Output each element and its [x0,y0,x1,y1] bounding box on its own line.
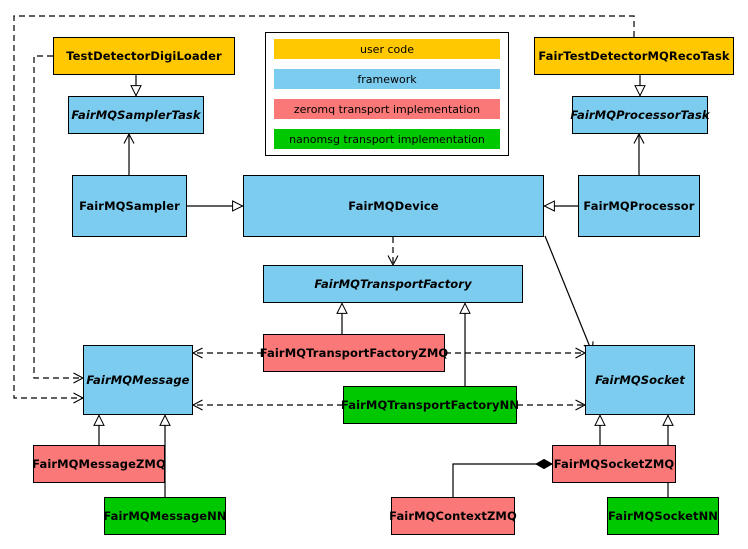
class-box-fairmqcontextzmq[interactable]: FairMQContextZMQ [389,497,517,535]
class-box-fairmqprocessor[interactable]: FairMQProcessor [578,175,700,237]
class-label: FairMQSocketZMQ [553,456,675,471]
class-label: FairMQSampler [79,198,180,213]
class-box-fairmqsocket[interactable]: FairMQSocket [585,345,695,415]
class-label: FairMQDevice [348,198,439,213]
legend: user code framework zeromq transport imp… [265,32,509,156]
class-box-fairmqtransportfactory[interactable]: FairMQTransportFactory [263,265,523,303]
class-box-fairmqmessagenn[interactable]: FairMQMessageNN [103,497,227,535]
class-label: FairMQMessageZMQ [32,456,166,471]
class-box-fairmqsamplertask[interactable]: FairMQSamplerTask [68,96,204,134]
class-label: FairMQContextZMQ [389,508,517,523]
legend-label: framework [357,72,417,86]
legend-label: nanomsg transport implementation [289,132,485,146]
class-label: FairMQSamplerTask [71,107,201,122]
legend-item-zeromq: zeromq transport implementation [274,99,500,119]
legend-item-nanomsg: nanomsg transport implementation [274,129,500,149]
class-label: FairMQSocket [595,372,685,387]
class-label: FairMQTransportFactory [314,276,472,291]
legend-label: user code [359,42,415,56]
class-box-fairmqdevice[interactable]: FairMQDevice [243,175,544,237]
legend-label: zeromq transport implementation [293,102,481,116]
class-box-fairmqmessage[interactable]: FairMQMessage [83,345,193,415]
legend-item-framework: framework [274,69,500,89]
class-label: FairTestDetectorMQRecoTask [538,48,730,63]
class-label: FairMQMessageNN [103,508,227,523]
class-box-fairtestdetectormqrecotask[interactable]: FairTestDetectorMQRecoTask [534,37,734,75]
class-box-testdetectordigiloader[interactable]: TestDetectorDigiLoader [53,37,235,75]
class-box-fairmqtransportfactoryzmq[interactable]: FairMQTransportFactoryZMQ [260,334,448,372]
class-box-fairmqtransportfactorynn[interactable]: FairMQTransportFactoryNN [340,386,520,424]
legend-item-user-code: user code [274,39,500,59]
class-box-fairmqsampler[interactable]: FairMQSampler [72,175,187,237]
class-box-fairmqsocketnn[interactable]: FairMQSocketNN [607,497,719,535]
class-box-fairmqsocketzmq[interactable]: FairMQSocketZMQ [552,445,676,483]
class-label: FairMQMessage [86,372,190,387]
class-label: FairMQTransportFactoryNN [340,397,520,412]
class-label: FairMQSocketNN [607,508,719,523]
class-label: FairMQProcessor [583,198,695,213]
class-label: FairMQTransportFactoryZMQ [259,345,449,360]
class-label: TestDetectorDigiLoader [66,48,222,63]
class-box-fairmqmessagezmq[interactable]: FairMQMessageZMQ [32,445,166,483]
class-box-fairmqprocessortask[interactable]: FairMQProcessorTask [570,96,710,134]
class-label: FairMQProcessorTask [570,107,710,122]
